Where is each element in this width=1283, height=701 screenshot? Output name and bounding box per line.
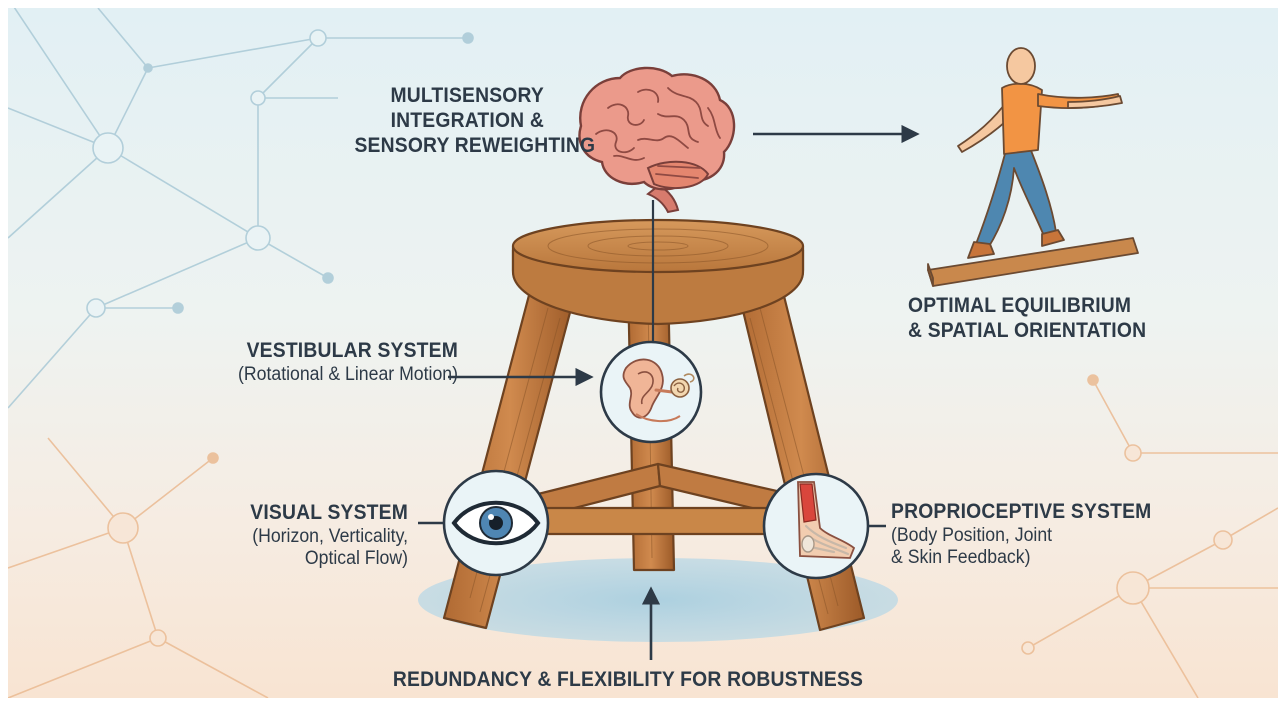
proprio-title: PROPRIOCEPTIVE SYSTEM: [891, 500, 1185, 525]
proprio-subtitle-line-2: & Skin Feedback): [891, 547, 1189, 569]
multisensory-integration-label: MULTISENSORY INTEGRATION & SENSORY REWEI…: [338, 84, 544, 158]
multisensory-line-3: SENSORY REWEIGHTING: [354, 134, 544, 159]
proprioceptive-system-label: PROPRIOCEPTIVE SYSTEM (Body Position, Jo…: [891, 500, 1211, 570]
vestibular-subtitle: (Rotational & Linear Motion): [179, 364, 458, 386]
visual-subtitle-line-1: (Horizon, Verticality,: [203, 526, 408, 548]
visual-system-label: VISUAL SYSTEM (Horizon, Verticality, Opt…: [188, 501, 408, 571]
equilibrium-line-2: & SPATIAL ORIENTATION: [908, 319, 1184, 344]
diagram-canvas: MULTISENSORY INTEGRATION & SENSORY REWEI…: [8, 8, 1278, 698]
brain-icon: [580, 68, 735, 212]
multisensory-line-2: INTEGRATION &: [354, 109, 544, 134]
vestibular-title: VESTIBULAR SYSTEM: [182, 339, 458, 364]
redundancy-text: REDUNDANCY & FLEXIBILITY FOR ROBUSTNESS: [352, 668, 904, 693]
vestibular-system-label: VESTIBULAR SYSTEM (Rotational & Linear M…: [158, 339, 458, 386]
equilibrium-line-1: OPTIMAL EQUILIBRIUM: [908, 294, 1184, 319]
eye-icon: [444, 471, 548, 575]
redundancy-label: REDUNDANCY & FLEXIBILITY FOR ROBUSTNESS: [328, 668, 928, 693]
visual-title: VISUAL SYSTEM: [206, 501, 408, 526]
optimal-equilibrium-label: OPTIMAL EQUILIBRIUM & SPATIAL ORIENTATIO…: [908, 294, 1208, 344]
multisensory-line-1: MULTISENSORY: [354, 84, 544, 109]
ear-icon: [601, 342, 701, 442]
visual-subtitle-line-2: Optical Flow): [203, 548, 408, 570]
proprio-subtitle-line-1: (Body Position, Joint: [891, 525, 1189, 547]
balancing-person-icon: [928, 48, 1138, 286]
foot-icon: [764, 474, 868, 578]
